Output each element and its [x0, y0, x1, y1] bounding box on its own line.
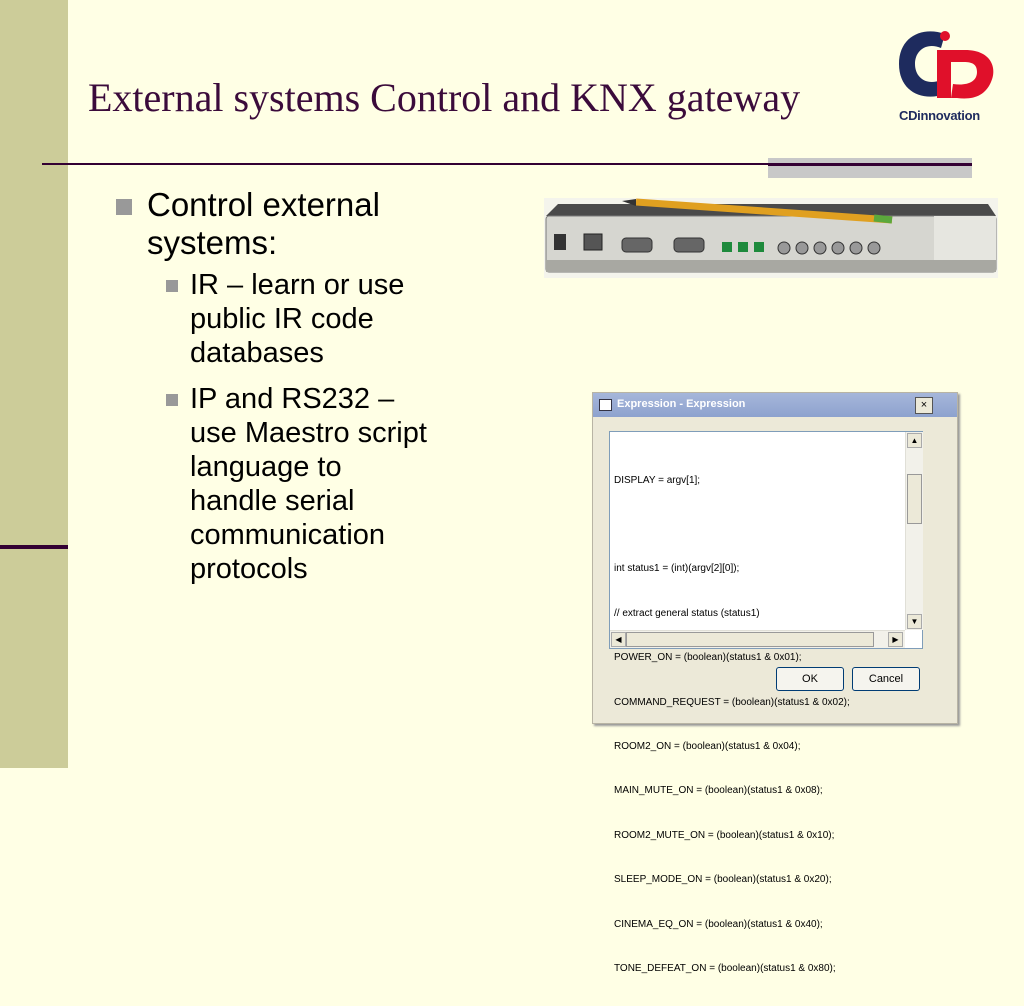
code-line: ROOM2_MUTE_ON = (boolean)(status1 & 0x10…: [614, 829, 835, 841]
scroll-down-icon[interactable]: ▼: [907, 614, 922, 629]
sub-bullet-text: IP and RS232 – use Maestro script langua…: [190, 383, 427, 585]
horizontal-scrollbar[interactable]: ◀ ▶: [610, 630, 905, 648]
code-line: COMMAND_REQUEST = (boolean)(status1 & 0x…: [614, 696, 850, 708]
dialog-title: Expression - Expression: [617, 398, 746, 410]
code-text: DISPLAY = argv[1]; int status1 = (int)(a…: [614, 444, 904, 1006]
code-line: int status1 = (int)(argv[2][0]);: [614, 563, 740, 575]
sub-bullet-item: IR – learn or use public IR code databas…: [166, 268, 466, 370]
scroll-right-icon[interactable]: ▶: [888, 632, 903, 647]
horizontal-scroll-thumb[interactable]: [626, 632, 874, 647]
sub-bullet-item: IP and RS232 – use Maestro script langua…: [166, 382, 436, 586]
code-line: CINEMA_EQ_ON = (boolean)(status1 & 0x40)…: [614, 918, 823, 930]
bullet-item: Control external systems:: [116, 186, 516, 262]
cancel-button[interactable]: Cancel: [852, 667, 920, 691]
bullet-square-icon: [116, 199, 132, 215]
sub-bullet-list: IR – learn or use public IR code databas…: [166, 268, 516, 586]
left-band-accent-line: [0, 545, 68, 549]
slide-title: External systems Control and KNX gateway: [88, 75, 801, 120]
cdinnovation-logo: CDinnovation: [893, 22, 1003, 130]
bullet-text: Control external systems:: [147, 186, 380, 261]
gateway-device-photo: [544, 198, 998, 278]
expression-dialog: Expression - Expression × DISPLAY = argv…: [592, 392, 958, 974]
ok-button[interactable]: OK: [776, 667, 844, 691]
sub-bullet-text: IR – learn or use public IR code databas…: [190, 269, 405, 369]
gateway-device-icon: [544, 198, 998, 278]
scroll-up-icon[interactable]: ▲: [907, 433, 922, 448]
code-line: POWER_ON = (boolean)(status1 & 0x01);: [614, 652, 802, 664]
dialog-title-bar[interactable]: Expression - Expression ×: [593, 393, 957, 417]
code-line: MAIN_MUTE_ON = (boolean)(status1 & 0x08)…: [614, 785, 823, 797]
code-line: ROOM2_ON = (boolean)(status1 & 0x04);: [614, 740, 801, 752]
code-line: SLEEP_MODE_ON = (boolean)(status1 & 0x20…: [614, 874, 832, 886]
vertical-scrollbar[interactable]: ▲ ▼: [905, 432, 923, 630]
close-button[interactable]: ×: [915, 397, 933, 414]
logo-icon: [899, 31, 994, 99]
decorative-bar: [768, 158, 972, 178]
code-line: DISPLAY = argv[1];: [614, 474, 701, 486]
left-band: [0, 0, 68, 768]
scroll-left-icon[interactable]: ◀: [611, 632, 626, 647]
logo-text: CDinnovation: [899, 108, 980, 123]
vertical-scroll-thumb[interactable]: [907, 474, 922, 524]
expression-editor[interactable]: DISPLAY = argv[1]; int status1 = (int)(a…: [609, 431, 923, 974]
bullet-list: Control external systems: IR – learn or …: [116, 186, 516, 598]
title-divider: [42, 163, 972, 165]
window-icon: [599, 399, 612, 411]
bullet-square-icon: [166, 394, 178, 406]
code-line: TONE_DEFEAT_ON = (boolean)(status1 & 0x8…: [614, 962, 836, 974]
code-line: // extract general status (status1): [614, 607, 760, 619]
bullet-square-icon: [166, 280, 178, 292]
code-line: [614, 518, 904, 533]
